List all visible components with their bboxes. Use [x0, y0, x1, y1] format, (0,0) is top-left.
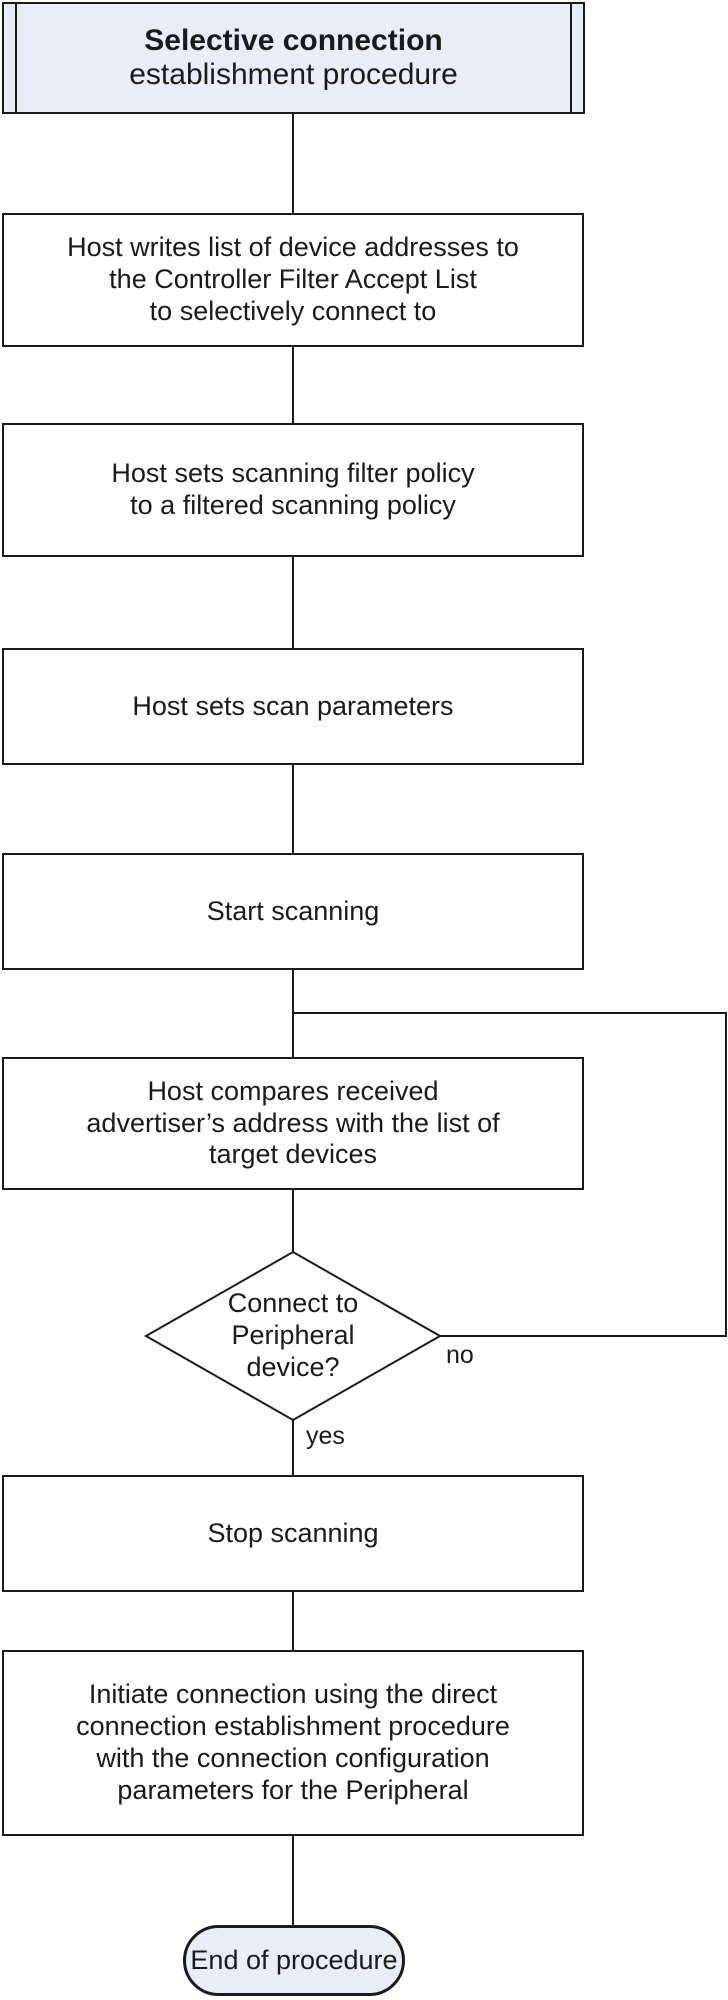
title-side-bar-right — [570, 2, 572, 114]
edge-label-no: no — [446, 1341, 474, 1369]
title-side-bar-left — [15, 2, 17, 114]
decision-diamond — [143, 1250, 443, 1422]
title-line-2: establishment procedure — [129, 58, 458, 91]
node-set-scanning-filter-policy: Host sets scanning filter policy to a fi… — [2, 423, 584, 557]
node-start-scanning: Start scanning — [2, 853, 584, 970]
edge-label-yes: yes — [306, 1422, 345, 1450]
node-end-of-procedure: End of procedure — [183, 1925, 405, 1996]
node-stop-scanning: Stop scanning — [2, 1475, 584, 1592]
node-write-filter-accept-list: Host writes list of device addresses to … — [2, 213, 584, 347]
node-set-scan-parameters: Host sets scan parameters — [2, 648, 584, 765]
node-compare-advertiser-address: Host compares received advertiser’s addr… — [2, 1057, 584, 1190]
loop-no-feedback-line — [293, 1012, 727, 1337]
node-initiate-connection: Initiate connection using the direct con… — [2, 1650, 584, 1836]
title-line-1: Selective connection — [144, 23, 443, 57]
node-title: Selective connection establishment proce… — [2, 2, 585, 114]
node-decision-connect-peripheral: Connect to Peripheral device? — [227, 1288, 359, 1382]
